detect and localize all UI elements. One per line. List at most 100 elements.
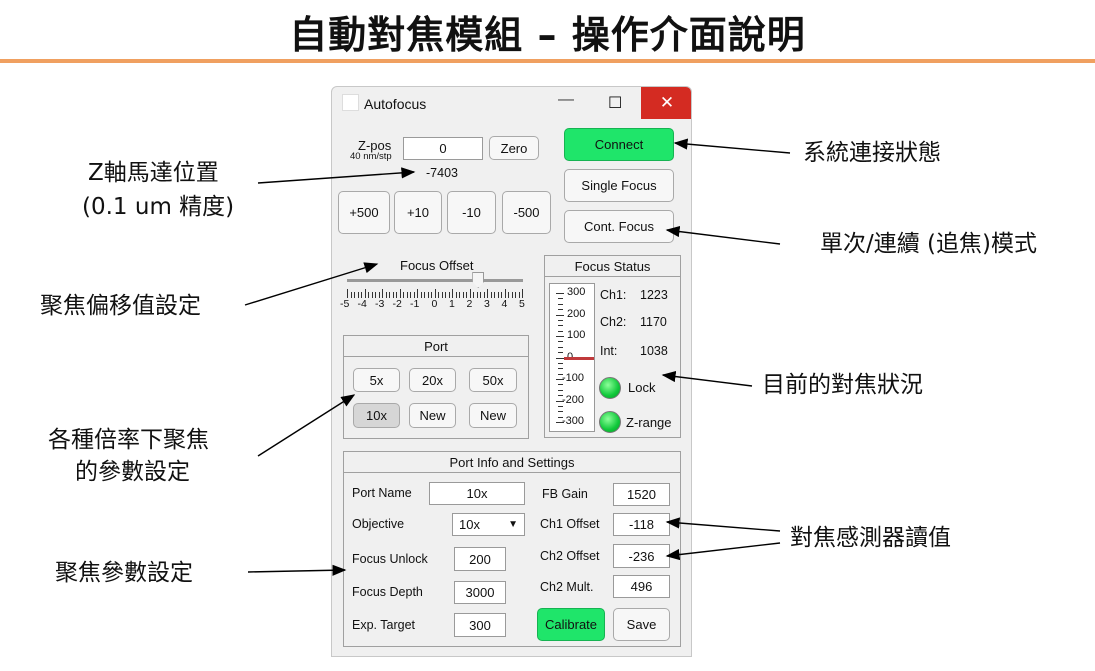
gauge-tick	[558, 416, 563, 418]
objective-select[interactable]: 10x▼	[452, 513, 525, 536]
single-focus-button[interactable]: Single Focus	[564, 169, 674, 202]
focus-depth-label: Focus Depth	[352, 585, 423, 599]
note-connect: 系統連接狀態	[803, 140, 941, 166]
lock-led-icon	[599, 377, 621, 399]
offset-tick	[497, 292, 499, 298]
ch2-offset-input[interactable]: -236	[613, 544, 670, 568]
offset-tick	[476, 292, 478, 298]
zpos-readout: -7403	[426, 166, 458, 180]
maximize-icon[interactable]: ☐	[608, 95, 623, 112]
window-title: Autofocus	[364, 96, 427, 112]
connect-button[interactable]: Connect	[564, 128, 674, 161]
save-button[interactable]: Save	[613, 608, 670, 641]
step-plus10-button[interactable]: +10	[394, 191, 442, 234]
gauge-tick	[558, 319, 563, 321]
port-new-button-1[interactable]: New	[409, 403, 456, 428]
focus-offset-thumb[interactable]	[472, 272, 485, 288]
note-mode: 單次/連續 (追焦)模式	[820, 231, 1038, 257]
port-10x-button[interactable]: 10x	[353, 403, 400, 428]
ch2-value: 1170	[640, 315, 667, 329]
offset-tick-label: 2	[466, 298, 473, 310]
gauge-tick	[556, 336, 564, 337]
port-name-label: Port Name	[352, 486, 412, 500]
gauge-tick	[556, 400, 564, 402]
offset-tick-label: 4	[501, 298, 508, 310]
offset-tick	[466, 292, 467, 298]
gauge-tick	[558, 411, 563, 413]
offset-tick	[357, 292, 359, 298]
port-name-input[interactable]: 10x	[429, 482, 525, 505]
offset-tick-label: -3	[375, 298, 385, 310]
cont-focus-button[interactable]: Cont. Focus	[564, 210, 674, 243]
offset-tick	[417, 289, 418, 298]
arrow-mode	[665, 225, 781, 245]
offset-tick	[480, 292, 481, 298]
zpos-input[interactable]: 0	[403, 137, 483, 160]
chevron-down-icon: ▼	[508, 519, 518, 530]
gauge-tick	[556, 379, 564, 380]
port-new-button-2[interactable]: New	[469, 403, 517, 428]
step-minus500-button[interactable]: -500	[502, 191, 551, 234]
step-plus500-button[interactable]: +500	[338, 191, 390, 234]
offset-tick	[413, 292, 415, 298]
gauge-tick-label: -200	[562, 393, 585, 406]
gauge-tick	[558, 325, 563, 327]
gauge-tick	[558, 298, 563, 300]
focus-depth-input[interactable]: 3000	[454, 581, 506, 604]
focus-gauge: 3002001000-100-200-300	[549, 283, 595, 432]
port-20x-button[interactable]: 20x	[409, 368, 456, 392]
gauge-tick-label: 300	[567, 286, 586, 298]
offset-tick	[382, 289, 383, 298]
gauge-tick	[556, 293, 564, 294]
minimize-icon[interactable]: —	[558, 91, 574, 108]
ch2-mult-input[interactable]: 496	[613, 575, 670, 598]
offset-tick	[487, 289, 488, 298]
offset-tick	[406, 292, 408, 298]
offset-tick-label: -1	[410, 298, 420, 310]
gauge-tick	[558, 395, 563, 397]
arrow-status	[661, 370, 753, 387]
note-offset: 聚焦偏移值設定	[40, 293, 201, 319]
gauge-tick	[558, 346, 563, 348]
gauge-tick-label: 200	[567, 307, 586, 320]
offset-tick	[364, 289, 366, 298]
port-50x-button[interactable]: 50x	[469, 368, 517, 392]
ch1-offset-label: Ch1 Offset	[540, 517, 600, 531]
calibrate-button[interactable]: Calibrate	[537, 608, 605, 641]
focus-offset-label: Focus Offset	[400, 258, 474, 273]
note-port-1: 各種倍率下聚焦	[48, 427, 209, 453]
fb-gain-input[interactable]: 1520	[613, 483, 670, 506]
gauge-tick	[558, 309, 563, 311]
exp-target-input[interactable]: 300	[454, 613, 506, 637]
int-value: 1038	[640, 344, 668, 358]
exp-target-label: Exp. Target	[352, 618, 416, 632]
note-sensor: 對焦感測器讀值	[790, 525, 951, 551]
focus-offset-track[interactable]	[347, 279, 523, 282]
ch2-label: Ch2:	[600, 315, 627, 329]
app-icon	[342, 94, 359, 111]
offset-tick	[434, 289, 436, 298]
arrow-offset	[244, 262, 379, 306]
port-5x-button[interactable]: 5x	[353, 368, 400, 392]
zpos-unit: 40 nm/stp	[350, 151, 392, 162]
offset-tick	[441, 292, 443, 298]
offset-tick	[462, 292, 464, 298]
offset-tick	[448, 292, 450, 298]
focus-unlock-input[interactable]: 200	[454, 547, 506, 571]
zero-button[interactable]: Zero	[489, 136, 539, 160]
offset-tick-label: 0	[431, 298, 438, 310]
note-zpos-2: (0.1 um 精度)	[82, 194, 235, 220]
gauge-tick	[558, 405, 563, 407]
fb-gain-label: FB Gain	[542, 487, 588, 501]
offset-tick	[354, 292, 355, 298]
int-label: Int:	[600, 344, 618, 358]
gauge-tick	[558, 373, 563, 375]
offset-tick	[368, 292, 369, 298]
offset-tick	[518, 292, 520, 298]
close-icon[interactable]: ✕	[641, 87, 691, 119]
port-info-title: Port Info and Settings	[344, 452, 680, 473]
port-group: Port	[343, 335, 529, 439]
step-minus10-button[interactable]: -10	[447, 191, 496, 234]
arrow-port	[257, 394, 356, 457]
ch1-offset-input[interactable]: -118	[613, 513, 670, 536]
